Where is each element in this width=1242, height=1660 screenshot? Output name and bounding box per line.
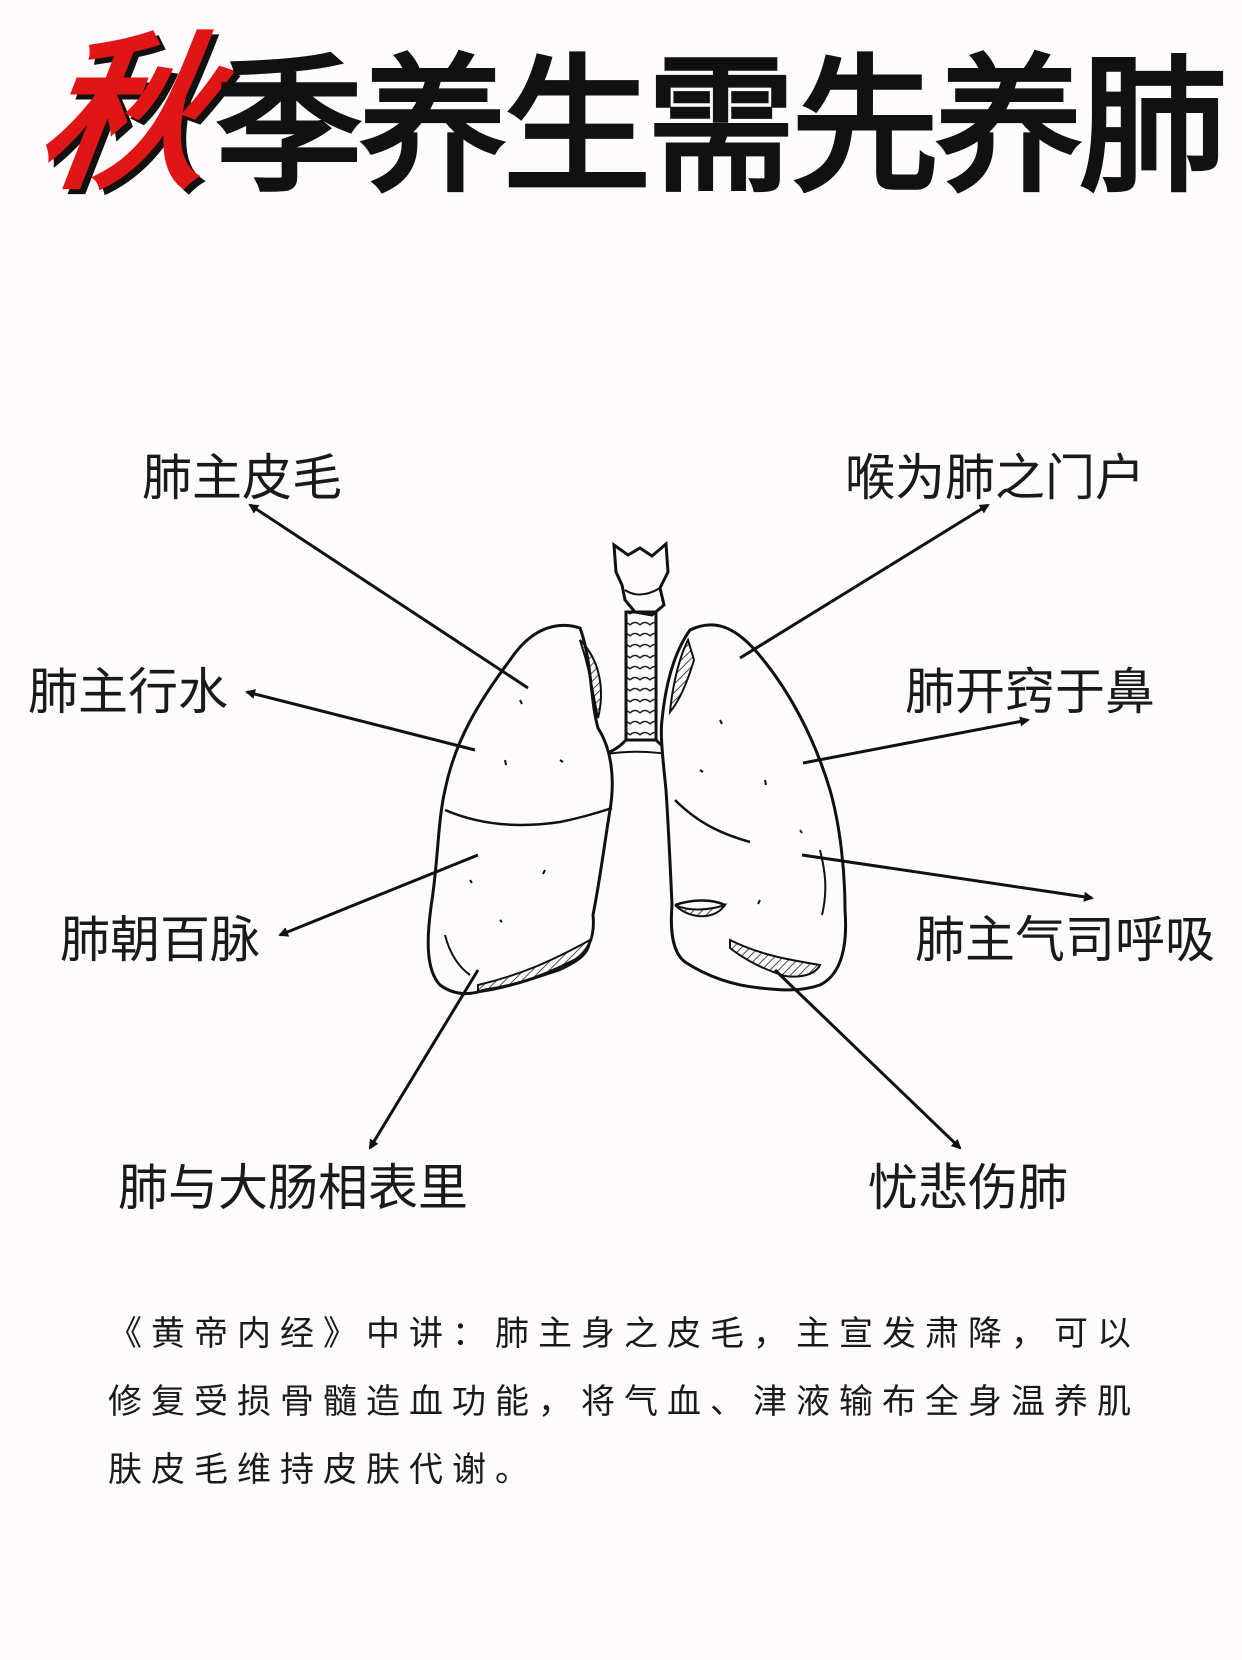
arrow-grief: [773, 968, 962, 1150]
left-lung: [426, 623, 614, 996]
page-title: 秋 季养生需先养肺: [28, 17, 1227, 213]
label-skin-hair: 肺主皮毛: [142, 449, 342, 507]
label-throat-gate: 喉为肺之门户: [845, 449, 1145, 507]
arrow-water: [245, 689, 476, 752]
arrow-nose: [802, 716, 1030, 765]
label-grief: 忧悲伤肺: [868, 1159, 1068, 1217]
arrow-skin-hair: [248, 503, 529, 690]
label-nose: 肺开窍于鼻: [905, 663, 1155, 721]
title-text: 季养生需先养肺: [215, 41, 1227, 213]
label-vessels: 肺朝百脉: [60, 911, 260, 969]
right-lung: [659, 623, 848, 992]
label-breath: 肺主气司呼吸: [915, 911, 1215, 969]
arrow-large-intestine: [368, 969, 480, 1150]
label-water: 肺主行水: [28, 663, 228, 721]
description-text: 《黄帝内经》中讲：肺主身之皮毛，主宣发肃降，可以修复受损骨髓造血功能，将气血、津…: [108, 1314, 1140, 1490]
label-large-intestine: 肺与大肠相表里: [118, 1159, 468, 1217]
arrow-throat-gate: [739, 503, 990, 660]
arrow-vessels: [278, 853, 479, 937]
arrow-breath: [801, 853, 1094, 902]
